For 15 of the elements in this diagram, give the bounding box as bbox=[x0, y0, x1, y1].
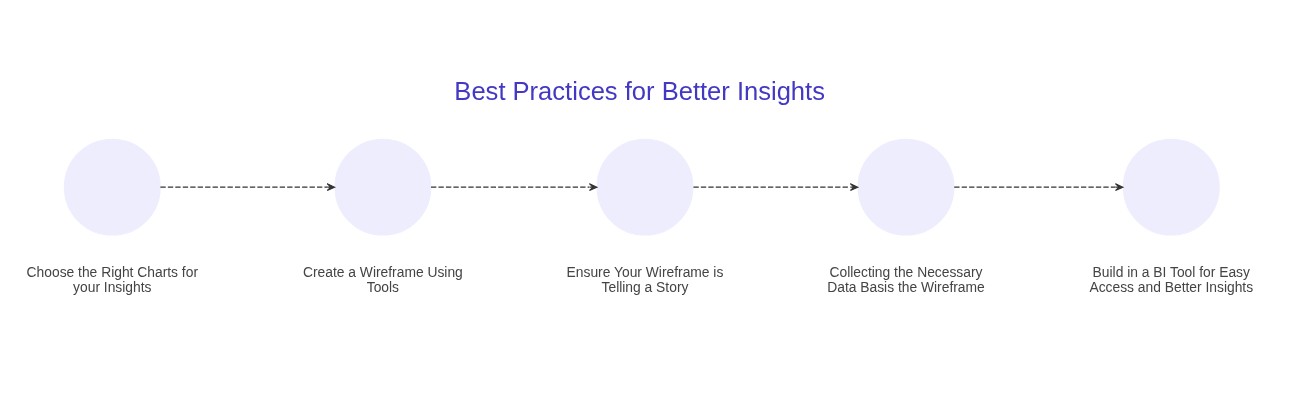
node-label: Choose the Right Charts for your Insights bbox=[26, 264, 198, 295]
arrow bbox=[430, 183, 598, 191]
arrow bbox=[159, 183, 336, 191]
node-circle bbox=[596, 138, 694, 236]
node-circle bbox=[63, 138, 161, 236]
node-circle bbox=[334, 138, 432, 236]
arrow bbox=[953, 183, 1124, 191]
node-label: Build in a BI Tool for Easy Access and Better Insights bbox=[1089, 264, 1254, 295]
node-label: Ensure Your Wireframe is Telling a Story bbox=[566, 264, 724, 295]
node-circle bbox=[857, 138, 955, 236]
node-label: Create a Wireframe Using Tools bbox=[302, 264, 463, 295]
node-circle bbox=[1122, 138, 1220, 236]
node-label: Collecting the Necessary Data Basis the Wireframe bbox=[827, 264, 985, 295]
diagram-title: Best Practices for Better Insights bbox=[454, 76, 825, 105]
arrow bbox=[692, 183, 859, 191]
